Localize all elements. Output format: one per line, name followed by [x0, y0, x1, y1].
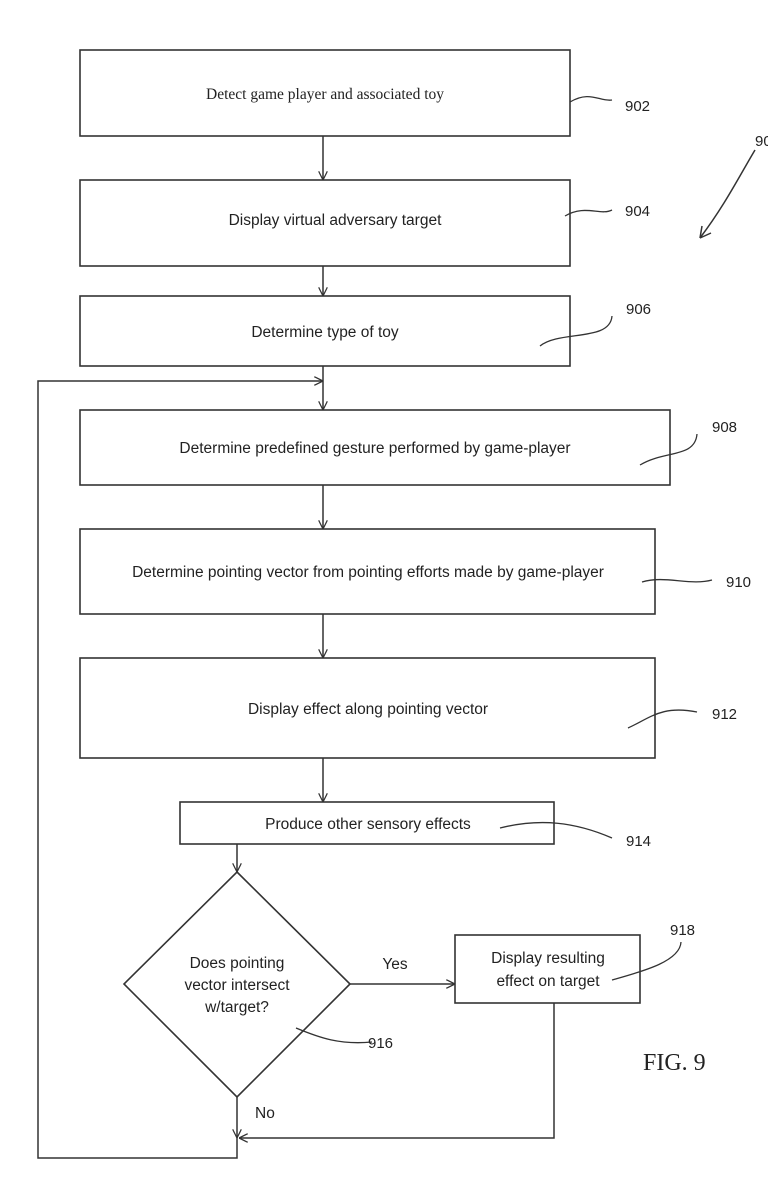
ref-916-leader	[295, 1027, 373, 1044]
ref-918: 918	[670, 922, 695, 939]
step-906: Determine type of toy	[79, 295, 571, 367]
ref-902: 902	[625, 98, 650, 115]
ref-914: 914	[626, 833, 651, 850]
step-904-label: Display virtual adversary target	[229, 212, 442, 229]
step-912-box	[79, 657, 656, 759]
step-908-label: Determine predefined gesture performed b…	[179, 440, 570, 457]
arrow-918-return	[239, 1003, 555, 1138]
step-910: Determine pointing vector from pointing …	[79, 528, 656, 615]
ref-912-leader	[627, 709, 698, 729]
ref-900-leader	[699, 149, 756, 239]
ref-918-leader	[611, 941, 682, 981]
figure-label: FIG. 9	[643, 1050, 706, 1076]
step-912-label: Display effect along pointing vector	[248, 701, 488, 718]
yes-label: Yes	[382, 956, 408, 973]
decision-916-line-2: vector intersect	[184, 977, 290, 994]
ref-902-leader	[569, 95, 613, 103]
step-914: Produce other sensory effects	[179, 801, 555, 845]
ref-906: 906	[626, 301, 651, 318]
step-906-box	[79, 295, 571, 367]
no-label: No	[255, 1105, 275, 1122]
decision-916: Does pointing vector intersect w/target?	[122, 870, 352, 1099]
ref-900-arrowhead	[699, 225, 712, 239]
ref-910: 910	[726, 574, 751, 591]
decision-916-line-1: Does pointing	[190, 955, 285, 972]
ref-904-leader	[564, 209, 613, 217]
step-908-box	[79, 409, 671, 486]
step-918: Display resulting effect on target	[454, 934, 641, 1004]
ref-910-leader	[641, 578, 713, 583]
step-918-line-2: effect on target	[496, 973, 600, 990]
ref-916: 916	[368, 1035, 393, 1052]
ref-908-leader	[639, 433, 698, 466]
ref-900: 900	[755, 133, 768, 150]
step-918-box	[454, 934, 641, 1004]
step-910-box	[79, 528, 656, 615]
step-902-label: Detect game player and associated toy	[206, 86, 444, 103]
ref-904: 904	[625, 203, 650, 220]
decision-916-line-3: w/target?	[204, 999, 269, 1016]
step-910-label: Determine pointing vector from pointing …	[132, 564, 604, 581]
arrow-loop-back	[37, 381, 323, 1159]
step-904: Display virtual adversary target	[79, 179, 571, 267]
step-906-label: Determine type of toy	[251, 324, 399, 341]
step-902: Detect game player and associated toy	[79, 49, 571, 137]
step-904-box	[79, 179, 571, 267]
step-918-line-1: Display resulting	[491, 950, 605, 967]
step-914-box	[179, 801, 555, 845]
ref-912: 912	[712, 706, 737, 723]
step-902-box	[79, 49, 571, 137]
ref-908: 908	[712, 419, 737, 436]
step-914-label: Produce other sensory effects	[265, 816, 471, 833]
ref-914-leader	[499, 821, 613, 839]
step-908: Determine predefined gesture performed b…	[79, 409, 671, 486]
ref-906-leader	[539, 315, 613, 347]
step-912: Display effect along pointing vector	[79, 657, 656, 759]
